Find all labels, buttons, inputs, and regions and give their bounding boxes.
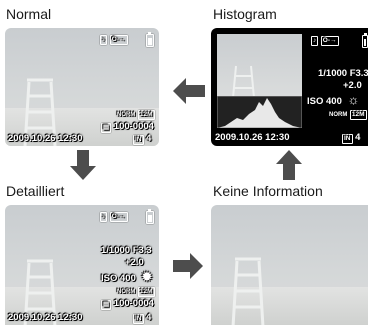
title-keine-information: Keine Information — [213, 183, 323, 199]
shot-count-text: 4 — [146, 312, 152, 323]
protect-key-icon: O-→ — [109, 212, 128, 222]
datetime: 2009.10.26 12:30 — [8, 133, 83, 144]
title-detailliert: Detailliert — [6, 183, 65, 199]
shutter-aperture: 1/1000 F3.3 — [101, 245, 152, 256]
quality-icons: NORM 12M — [329, 108, 367, 120]
sound-icon: ♪ — [311, 36, 319, 46]
folder-icon: ▤ — [101, 123, 112, 133]
internal-memory-icon: IN — [133, 314, 144, 324]
lifeguard-chair-image — [23, 78, 57, 146]
iso-value: ISO 400 — [101, 273, 136, 284]
screen-keine-information — [211, 205, 368, 325]
norm-label: NORM — [329, 112, 348, 118]
exposure-compensation: +2.0 — [125, 257, 144, 268]
datetime: 2009.10.26 12:30 — [215, 132, 290, 143]
battery-icon — [146, 32, 154, 47]
shot-counter: IN 4 — [133, 312, 151, 324]
file-number-text: 100-0004 — [113, 121, 154, 132]
quality-icons: NORM 12M — [117, 285, 155, 297]
sun-icon: ☼ — [347, 92, 360, 107]
iso-row: ISO 400 ☼ — [307, 92, 359, 107]
protect-key-icon: O-→ — [320, 36, 339, 46]
lifeguard-chair-image — [232, 65, 255, 96]
quality-icons: NORM 12M — [117, 108, 155, 120]
protect-sound-icons: ♪ O-→ — [100, 33, 128, 45]
norm-label: NORM — [117, 289, 136, 295]
shot-counter: IN 4 — [133, 133, 151, 145]
title-histogram: Histogram — [213, 6, 277, 22]
photo — [5, 28, 159, 146]
lifeguard-chair-image — [23, 259, 57, 325]
title-normal: Normal — [6, 6, 52, 22]
arrow-left-icon — [173, 78, 205, 104]
image-size-icon: 12M — [349, 110, 367, 120]
arrow-right-icon — [173, 253, 203, 279]
sun-icon: ✹ — [141, 269, 153, 284]
image-size-icon: 12M — [137, 287, 155, 297]
file-number: ▤ 100-0004 — [101, 121, 154, 133]
file-number: ▤ 100-0004 — [101, 298, 154, 310]
battery-icon — [362, 33, 368, 48]
sound-icon: ♪ — [100, 35, 108, 45]
shot-count-text: 4 — [146, 133, 152, 144]
internal-memory-icon: IN — [133, 135, 144, 145]
lifeguard-chair-image — [231, 257, 265, 325]
screen-detailliert: ♪ O-→ 1/1000 F3.3 +2.0 ISO 400 ✹ NORM 12… — [5, 205, 159, 325]
screen-normal: ♪ O-→ NORM 12M ▤ 100-0004 2009.10.26 12:… — [5, 28, 159, 146]
shot-counter: IN 4 — [342, 132, 360, 144]
photo-thumbnail — [217, 34, 302, 96]
sound-icon: ♪ — [100, 212, 108, 222]
exposure-compensation: +2.0 — [343, 80, 362, 91]
protect-sound-icons: ♪ O-→ — [100, 210, 128, 222]
shutter-aperture: 1/1000 F3.3 — [318, 68, 368, 79]
screen-histogram: ♪ O-→ 1/1000 F3.3 +2.0 ISO 400 ☼ NORM 12… — [211, 28, 368, 146]
shot-count-text: 4 — [355, 132, 361, 143]
protect-sound-icons: ♪ O-→ — [311, 34, 339, 46]
iso-value: ISO 400 — [307, 96, 342, 107]
folder-icon: ▤ — [101, 300, 112, 310]
datetime: 2009.10.26 12:30 — [8, 312, 83, 323]
protect-key-icon: O-→ — [109, 35, 128, 45]
internal-memory-icon: IN — [342, 134, 353, 144]
battery-icon — [146, 209, 154, 224]
iso-row: ISO 400 ✹ — [101, 269, 152, 285]
image-size-icon: 12M — [137, 110, 155, 120]
arrow-up-icon — [276, 150, 302, 180]
norm-label: NORM — [117, 112, 136, 118]
histogram-graph — [217, 96, 302, 128]
file-number-text: 100-0004 — [113, 298, 154, 309]
arrow-down-icon — [70, 150, 96, 180]
